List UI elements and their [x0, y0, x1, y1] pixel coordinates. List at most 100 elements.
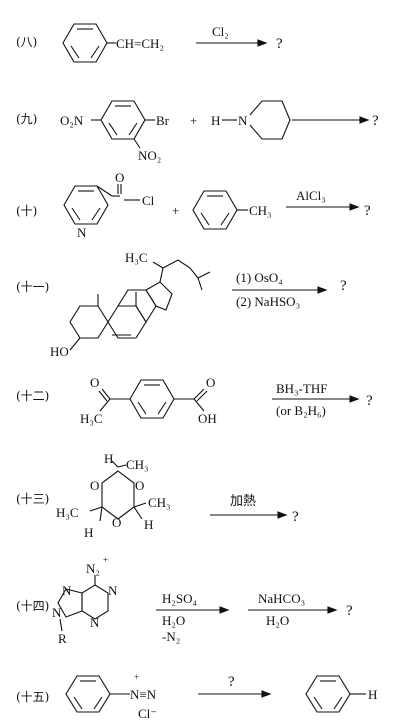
benzene-ring	[62, 23, 108, 63]
trioxane-ring	[101, 470, 135, 520]
problem-number: (十)	[16, 204, 38, 218]
chloride-counter-ion: Cl⁻	[138, 706, 157, 721]
bond	[99, 506, 103, 522]
nitro-group: O₂N	[60, 113, 84, 128]
arrow-head	[349, 203, 360, 211]
double-bond	[193, 388, 205, 400]
reagent-label: Cl₂	[212, 24, 229, 39]
reagent-loss-n2: -N₂	[162, 629, 180, 644]
acyl-chloride: Cl	[142, 193, 155, 208]
answer-mark: ?	[276, 36, 283, 52]
reagent-diborane: (or B₂H₆)	[276, 403, 326, 418]
benzene-ring	[129, 379, 175, 419]
side-chain-bond	[197, 277, 203, 291]
side-chain-bond	[152, 261, 164, 269]
plus-sign: +	[190, 113, 197, 128]
problem-13: (十三) H CH₃ O O O H₃C H CH₃ H 加熱 ?	[0, 445, 420, 555]
diazo-group: N₂	[86, 561, 100, 576]
answer-mark: ?	[346, 603, 353, 619]
diazonium-group: N≡N	[130, 687, 157, 702]
piperidine-ring	[249, 100, 291, 140]
ring-oxygen-3: O	[112, 515, 121, 530]
methyl-group: CH₃	[249, 203, 272, 218]
problem-number: (十四)	[16, 599, 50, 613]
bond	[111, 460, 119, 468]
reagent-water: H₂O	[162, 613, 185, 628]
toluene-ring	[192, 190, 238, 230]
reaction-scheme: + N≡N Cl⁻ ? H	[65, 672, 377, 721]
problem-10: (十) N O Cl + CH₃	[0, 170, 420, 250]
bromo-group: Br	[156, 113, 170, 128]
answer-mark: ?	[366, 393, 373, 409]
bond	[133, 138, 141, 149]
reaction-scheme: O H₃C O OH BH₃-THF (or B₂H₆) ?	[80, 375, 373, 426]
problem-14: (十四) N₂ + N N N N R H₂SO₄ H₂O -N₂ NaHCO₃…	[0, 555, 420, 660]
arrow-head	[257, 39, 268, 47]
nitrogen-charge: +	[134, 672, 139, 682]
purine-n7: N	[62, 583, 72, 598]
benzene-product-ring	[305, 675, 351, 713]
problem-8: (八) CH=CH₂ Cl₂ ?	[0, 0, 420, 80]
problem-number: (十二)	[16, 389, 50, 403]
answer-mark: ?	[372, 113, 379, 129]
reagent-step-1: (1) OsO₄	[236, 270, 283, 285]
problem-11: (十一) H₃C HO (1) OsO₄ (2) NaHSO₃ ?	[0, 250, 420, 375]
reagent-water-2: H₂O	[266, 613, 289, 628]
problem-9: (九) O₂N Br NO₂ + H N ?	[0, 80, 420, 170]
problem-number: (八)	[16, 35, 38, 49]
ring-oxygen-2: O	[135, 478, 144, 493]
reaction-scheme: O₂N Br NO₂ + H N ?	[60, 100, 379, 163]
side-chain	[162, 259, 211, 279]
reaction-scheme: N O Cl + CH₃ AlCl₃ ?	[63, 170, 371, 240]
bond	[96, 185, 113, 197]
plus-sign: +	[172, 203, 179, 218]
benzene-ring	[65, 675, 111, 713]
acid-oxygen: O	[206, 375, 215, 390]
pyrimidine-ring	[81, 584, 109, 620]
acid-hydroxyl: OH	[198, 411, 217, 426]
bond	[133, 502, 147, 508]
arrow-head	[327, 606, 338, 614]
arrow-head	[261, 690, 272, 698]
pyridine-ring	[63, 185, 109, 225]
steroid-skeleton	[69, 281, 173, 339]
right-methyl: CH₃	[148, 495, 171, 510]
reagent-sulfuric-acid: H₂SO₄	[162, 591, 198, 606]
reaction-scheme: H₃C HO (1) OsO₄ (2) NaHSO₃ ?	[50, 250, 347, 359]
imidazole-ring	[57, 588, 83, 618]
purine-n9: N	[52, 605, 62, 620]
bond	[193, 398, 205, 412]
reagent-bicarbonate: NaHCO₃	[258, 591, 305, 606]
problem-number: (十三)	[16, 492, 50, 506]
double-bond	[101, 388, 111, 400]
side-chain-methyl: H₃C	[125, 250, 148, 265]
problem-12: (十二) O H₃C O OH BH₃-THF (or B₂H₆)	[0, 375, 420, 465]
purine-n1: N	[108, 583, 118, 598]
bond	[99, 398, 111, 412]
amine-nitrogen: N	[238, 113, 248, 128]
hydroxyl-group: HO	[50, 344, 69, 359]
problem-number: (十一)	[16, 280, 50, 294]
arrow-head	[359, 116, 370, 124]
diazo-charge: +	[103, 555, 108, 565]
reagent-label: AlCl₃	[296, 188, 326, 203]
ring-nitrogen: N	[77, 225, 87, 240]
arrow-head	[349, 395, 360, 403]
reagent-heat: 加熱	[230, 493, 256, 508]
arrow-head	[219, 606, 230, 614]
top-hydrogen: H	[104, 451, 113, 466]
side-chain-bond	[159, 267, 164, 283]
acetyl-methyl: H₃C	[80, 411, 103, 426]
arrow-head	[317, 286, 328, 294]
vinyl-group: CH=CH₂	[116, 36, 164, 51]
problem-number: (九)	[16, 112, 38, 126]
ketone-oxygen: O	[90, 375, 99, 390]
ring-oxygen-1: O	[90, 478, 99, 493]
answer-mark: ?	[364, 203, 371, 219]
bond	[59, 618, 63, 632]
product-hydrogen: H	[368, 687, 377, 702]
bond	[117, 464, 127, 468]
reaction-scheme: H CH₃ O O O H₃C H CH₃ H 加熱 ?	[56, 451, 299, 540]
answer-mark: ?	[340, 278, 347, 294]
